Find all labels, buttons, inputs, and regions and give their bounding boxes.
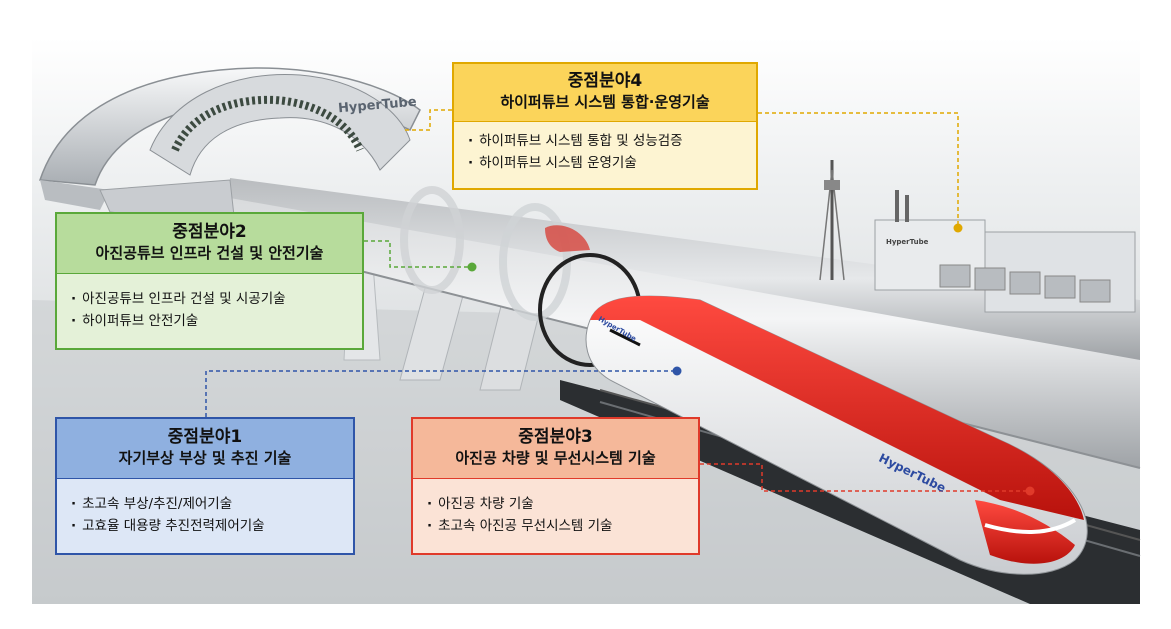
focus-area-3-header: 중점분야3 아진공 차량 및 무선시스템 기술 xyxy=(413,419,698,479)
focus-area-2-subtitle: 아진공튜브 인프라 건설 및 안전기술 xyxy=(95,244,324,262)
list-item: 초고속 아진공 무선시스템 기술 xyxy=(427,515,698,537)
control-building xyxy=(819,160,1136,313)
focus-area-1-header: 중점분야1 자기부상 부상 및 추진 기술 xyxy=(57,419,353,479)
focus-area-4-subtitle: 하이퍼튜브 시스템 통합·운영기술 xyxy=(500,93,710,111)
focus-area-4-box: 중점분야4 하이퍼튜브 시스템 통합·운영기술 하이퍼튜브 시스템 통합 및 성… xyxy=(452,62,758,190)
focus-area-1-list: 초고속 부상/추진/제어기술 고효율 대용량 추진전력제어기술 xyxy=(57,479,353,537)
focus-area-4-list: 하이퍼튜브 시스템 통합 및 성능검증 하이퍼튜브 시스템 운영기술 xyxy=(454,122,756,174)
focus-area-2-header: 중점분야2 아진공튜브 인프라 건설 및 안전기술 xyxy=(57,214,362,274)
list-item: 고효율 대용량 추진전력제어기술 xyxy=(71,515,353,537)
list-item: 하이퍼튜브 시스템 운영기술 xyxy=(468,152,756,174)
list-item: 하이퍼튜브 안전기술 xyxy=(71,310,362,332)
focus-area-1-title: 중점분야1 xyxy=(167,427,243,447)
hypertube-station xyxy=(38,67,421,226)
focus-area-3-list: 아진공 차량 기술 초고속 아진공 무선시스템 기술 xyxy=(413,479,698,537)
list-item: 아진공튜브 인프라 건설 및 시공기술 xyxy=(71,288,362,310)
list-item: 하이퍼튜브 시스템 통합 및 성능검증 xyxy=(468,130,756,152)
focus-area-2-list: 아진공튜브 인프라 건설 및 시공기술 하이퍼튜브 안전기술 xyxy=(57,274,362,332)
hyperloop-pod xyxy=(585,295,1088,575)
list-item: 아진공 차량 기술 xyxy=(427,493,698,515)
list-item: 초고속 부상/추진/제어기술 xyxy=(71,493,353,515)
focus-area-3-title: 중점분야3 xyxy=(518,427,593,447)
rear-pod xyxy=(545,225,590,252)
focus-area-4-header: 중점분야4 하이퍼튜브 시스템 통합·운영기술 xyxy=(454,64,756,122)
focus-area-2-box: 중점분야2 아진공튜브 인프라 건설 및 안전기술 아진공튜브 인프라 건설 및… xyxy=(55,212,364,350)
focus-area-3-box: 중점분야3 아진공 차량 및 무선시스템 기술 아진공 차량 기술 초고속 아진… xyxy=(411,417,700,555)
focus-area-1-subtitle: 자기부상 부상 및 추진 기술 xyxy=(118,449,292,467)
focus-area-2-title: 중점분야2 xyxy=(172,222,247,242)
focus-area-4-title: 중점분야4 xyxy=(567,71,643,91)
building-logo: HyperTube xyxy=(886,238,929,246)
focus-area-3-subtitle: 아진공 차량 및 무선시스템 기술 xyxy=(455,449,656,467)
focus-area-1-box: 중점분야1 자기부상 부상 및 추진 기술 초고속 부상/추진/제어기술 고효율… xyxy=(55,417,355,555)
